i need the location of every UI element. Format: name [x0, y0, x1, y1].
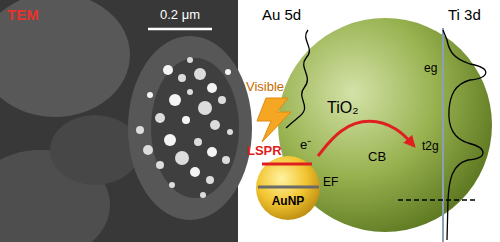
transfer-arrow	[318, 121, 414, 156]
nanoparticle	[190, 167, 200, 177]
nanoparticle	[147, 92, 153, 98]
electron-label: e⁻	[300, 138, 311, 153]
nanoparticle	[207, 83, 217, 93]
lspr-band	[262, 163, 312, 166]
node-label: TiO₂	[327, 99, 358, 117]
scale-bar	[148, 28, 212, 31]
light-label: Visible	[246, 80, 284, 95]
fermi-dashed-line	[398, 199, 478, 201]
nanoparticle	[194, 68, 206, 80]
nanoparticle	[163, 65, 173, 75]
cell-core	[151, 58, 239, 198]
cell	[0, 0, 130, 117]
panel-heading: Au 5d	[262, 6, 301, 23]
band-label: LSPR	[247, 144, 282, 159]
lightning-bolt	[257, 98, 291, 142]
nanoparticle	[187, 89, 193, 95]
nanoparticle	[187, 57, 193, 63]
node-label: AuNP	[272, 195, 305, 209]
nanoparticle	[225, 69, 231, 75]
nanoparticle	[169, 182, 175, 188]
nanoparticle	[227, 129, 233, 135]
nanoparticle	[143, 145, 153, 155]
nanoparticle	[207, 147, 217, 157]
nanoparticle	[198, 101, 212, 115]
divider-line	[442, 28, 444, 242]
nanoparticle	[182, 116, 190, 124]
panel-heading: Ti 3d	[448, 6, 481, 23]
orbital-label: eg	[424, 62, 437, 76]
nanoparticle	[164, 134, 176, 146]
image-tag: TEM	[7, 6, 39, 23]
nanoparticle	[210, 120, 220, 130]
sphere	[256, 156, 320, 220]
nanoparticle	[175, 151, 189, 165]
orbital-label: t2g	[422, 140, 439, 154]
ti-dos-curve	[443, 30, 486, 240]
nanoparticle	[218, 96, 226, 104]
fermi-label: EF	[323, 176, 338, 190]
cell	[50, 115, 140, 185]
scale-label: 0.2 μm	[160, 8, 200, 23]
nanoparticle	[200, 192, 206, 198]
nanoparticle-dots	[136, 57, 233, 198]
nanoparticle	[222, 156, 230, 164]
nanoparticle	[194, 138, 202, 146]
cell	[128, 36, 252, 220]
nanoparticle	[155, 113, 165, 123]
nanoparticle	[169, 94, 181, 106]
band-label: CB	[368, 150, 386, 165]
nanoparticle	[136, 126, 144, 134]
nanoparticle	[206, 176, 214, 184]
nanoparticle	[178, 74, 186, 82]
nanoparticle	[156, 161, 164, 169]
fermi-level-line	[258, 186, 319, 189]
